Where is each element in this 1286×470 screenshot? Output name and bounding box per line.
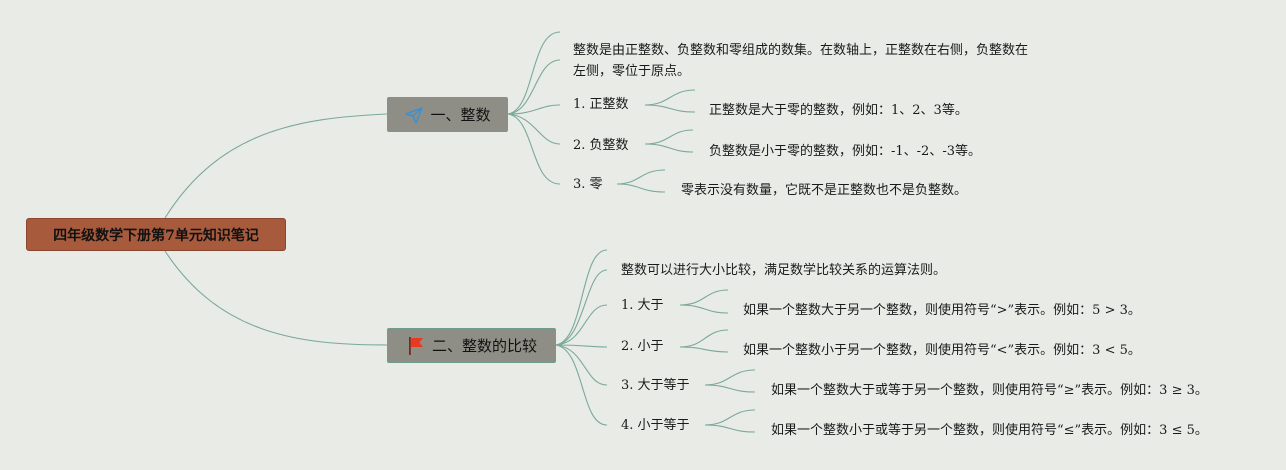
b2-item-less-equal[interactable]: 4. 小于等于 [621,418,690,433]
link-b2-item2-detail [679,329,729,348]
b2-item-greater[interactable]: 1. 大于 [621,298,664,313]
link-b1-item2 [507,113,561,145]
branch-integers-label: 一、整数 [430,106,491,124]
link-b2-item3-detail2 [704,384,756,393]
link-b2-desc [555,249,608,346]
b1-description-line2: 左侧，零位于原点。 [573,64,691,79]
root-label: 四年级数学下册第7单元知识笔记 [53,227,259,244]
b1-item-zero[interactable]: 3. 零 [573,177,603,192]
link-b1-desc [507,31,561,115]
link-b1-item2-detail2 [644,143,694,153]
b1-description-line1: 整数是由正整数、负整数和零组成的数集。在数轴上，正整数在右侧，负整数在 [573,43,1029,58]
red-flag-icon [406,336,426,356]
b1-item-negative[interactable]: 2. 负整数 [573,138,629,153]
link-b2-item4 [555,344,608,426]
link-root-branch2 [164,250,388,346]
b1-item-zero-detail: 零表示没有数量，它既不是正整数也不是负整数。 [681,183,968,198]
branch-comparison-label: 二、整数的比较 [431,337,537,355]
paper-plane-icon [404,105,424,125]
branch-comparison[interactable]: 二、整数的比较 [387,328,556,363]
b2-item-greater-equal[interactable]: 3. 大于等于 [621,378,690,393]
link-b2-item4-detail [704,409,756,426]
link-b2-item1 [555,304,608,346]
link-b1-item2-detail [644,129,694,145]
link-b2-item1-detail2 [679,304,729,314]
b2-item-less[interactable]: 2. 小于 [621,339,664,354]
b2-description: 整数可以进行大小比较，满足数学比较关系的运算法则。 [621,263,947,278]
b1-item-positive-detail: 正整数是大于零的整数，例如：1、2、3等。 [709,103,968,118]
root-node[interactable]: 四年级数学下册第7单元知识笔记 [26,218,286,251]
link-b1-item1-detail [644,89,696,106]
link-b2-item1-detail [679,289,729,306]
link-b1-item1-detail2 [644,104,696,113]
link-b2-item2-detail2 [679,346,729,353]
b2-item-less-detail: 如果一个整数小于另一个整数，则使用符号“<”表示。例如：3 < 5。 [743,343,1141,358]
link-b2-item3 [555,344,608,386]
link-b1-desc2 [507,59,561,115]
b2-item-less-equal-detail: 如果一个整数小于或等于另一个整数，则使用符号“≤”表示。例如：3 ≤ 5。 [771,423,1208,438]
link-b1-item3 [507,113,561,185]
link-root-branch1 [164,113,388,219]
link-b1-item3-detail2 [616,183,666,193]
b2-item-greater-equal-detail: 如果一个整数大于或等于另一个整数，则使用符号“≥”表示。例如：3 ≥ 3。 [771,383,1208,398]
link-b2-item4-detail2 [704,424,756,433]
b1-item-positive[interactable]: 1. 正整数 [573,97,629,112]
branch-integers[interactable]: 一、整数 [387,97,508,132]
link-b2-item2 [555,344,608,348]
b2-item-greater-detail: 如果一个整数大于另一个整数，则使用符号“>”表示。例如：5 > 3。 [743,303,1141,318]
link-b2-item3-detail [704,369,756,386]
b1-item-negative-detail: 负整数是小于零的整数，例如：-1、-2、-3等。 [709,144,981,159]
link-b1-item1 [507,104,561,115]
link-b1-item3-detail [616,169,666,185]
link-b2-desc2 [555,269,608,346]
